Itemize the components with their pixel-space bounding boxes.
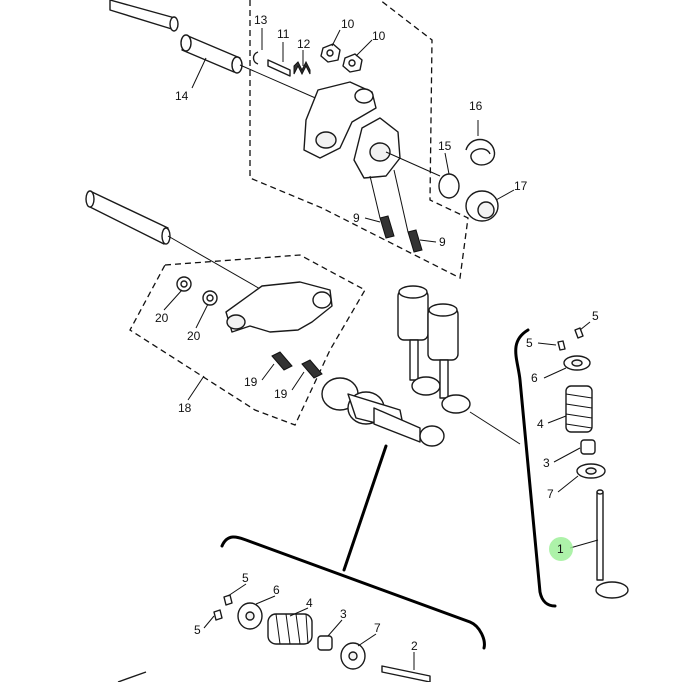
callout-right-7: 7 — [547, 487, 554, 501]
callout-10-right: 10 — [372, 29, 386, 43]
right-retainer-6 — [563, 355, 591, 371]
callout-bottom-4: 4 — [306, 596, 313, 610]
highlight-marker — [549, 537, 573, 561]
callout-19-right: 19 — [274, 387, 288, 401]
adjust-screw-19-left — [271, 351, 293, 371]
washer-15 — [438, 173, 460, 199]
callout-17: 17 — [514, 179, 528, 193]
callout-right-3: 3 — [543, 456, 550, 470]
upper-rocker-group-outline — [249, 0, 469, 279]
bottom-seal-3 — [317, 635, 333, 651]
callout-right-1: 1 — [557, 542, 564, 556]
callout-bottom-5-upper: 5 — [242, 571, 249, 585]
bottom-valve-2 — [117, 665, 431, 682]
callout-right-6: 6 — [531, 371, 538, 385]
adjust-screw-9-right — [393, 169, 423, 253]
callout-9-right: 9 — [439, 235, 446, 249]
lower-rocker-group-outline — [129, 254, 366, 426]
nut-20-left — [176, 276, 192, 292]
collar-17 — [465, 190, 499, 222]
callout-bottom-5-lower: 5 — [194, 623, 201, 637]
callout-19-left: 19 — [244, 375, 258, 389]
rocker-shaft-lower — [85, 190, 263, 291]
callout-11: 11 — [277, 27, 290, 41]
callout-20-left: 20 — [155, 311, 169, 325]
spring-12 — [293, 60, 311, 76]
spring-16 — [465, 120, 496, 166]
rocker-arm-upper-2 — [353, 117, 401, 179]
rocker-shaft-upper — [109, 0, 321, 101]
callout-16: 16 — [469, 99, 483, 113]
leader-lines — [163, 28, 599, 670]
bottom-seat-7 — [340, 642, 366, 670]
rocker-arm-lower — [225, 281, 333, 333]
callout-labels: 13 11 12 10 10 14 16 15 17 9 9 20 20 19 … — [155, 13, 599, 653]
callout-13: 13 — [254, 13, 268, 27]
right-seal-3 — [580, 439, 596, 455]
callout-right-5-upper: 5 — [592, 309, 599, 323]
right-valve-1 — [595, 489, 629, 599]
callout-bottom-7: 7 — [374, 621, 381, 635]
clip-13 — [252, 51, 259, 65]
nut-20-right — [202, 290, 218, 306]
callout-18: 18 — [178, 401, 192, 415]
right-seat-7 — [576, 463, 606, 479]
callout-12: 12 — [297, 37, 311, 51]
callout-10-left: 10 — [341, 17, 355, 31]
adjust-screw-19-right — [301, 359, 323, 379]
pin-11 — [267, 59, 291, 77]
bottom-spring-4 — [267, 613, 313, 645]
bracket-connector — [342, 444, 388, 572]
adjust-screw-9-left — [369, 175, 395, 239]
right-bracket — [514, 328, 557, 608]
valve-pair-lower — [321, 377, 445, 447]
bottom-retainer-6 — [237, 602, 263, 630]
nut-10-right — [342, 53, 363, 73]
nut-10-left — [320, 43, 341, 63]
callout-bottom-6: 6 — [273, 583, 280, 597]
callout-20-right: 20 — [187, 329, 201, 343]
callout-9-left: 9 — [353, 211, 360, 225]
callout-right-4: 4 — [537, 417, 544, 431]
right-spring-4 — [565, 385, 593, 433]
bottom-keeper-5 — [213, 594, 233, 621]
callout-bottom-3: 3 — [340, 607, 347, 621]
callout-14: 14 — [175, 89, 189, 103]
callout-15: 15 — [438, 139, 452, 153]
callout-bottom-2: 2 — [411, 639, 418, 653]
callout-right-5-left: 5 — [526, 336, 533, 350]
right-keeper-5 — [557, 327, 584, 351]
valve-pair-upper — [397, 285, 471, 414]
rocker-arm-upper-1 — [303, 81, 377, 159]
bottom-bracket — [220, 535, 486, 650]
